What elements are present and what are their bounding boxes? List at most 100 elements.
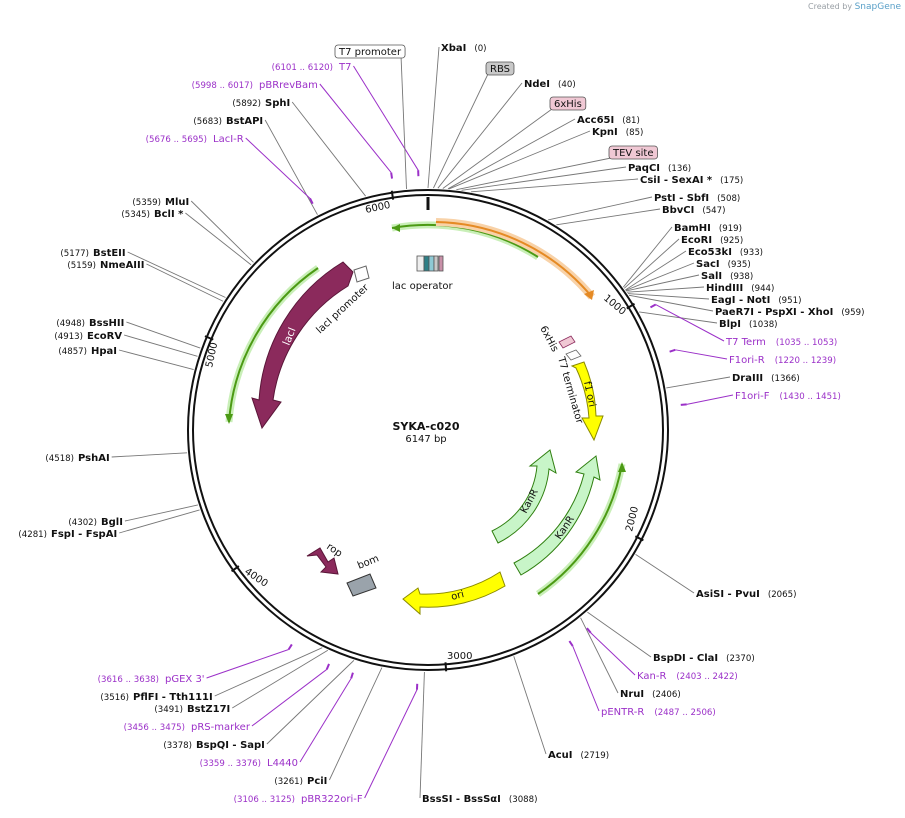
primer-site-4	[669, 348, 676, 353]
enzyme-label-14[interactable]: EagI - NotI	[711, 295, 770, 306]
enzyme-connector-29	[111, 452, 188, 458]
boxed-connector-3	[456, 157, 612, 191]
snapgene-brand: SnapGene	[854, 2, 901, 12]
feature-labels: XbaI(0)NdeI(40)Acc65I(81)KpnI(85)PaqCI(1…	[18, 43, 864, 805]
enzyme-connector-36	[190, 200, 254, 263]
primer-label-1[interactable]: pBRrevBam	[259, 80, 318, 91]
enzyme-label-32[interactable]: BssHII	[89, 318, 124, 329]
backbone-outer-circle	[187, 189, 669, 671]
primer-connector-10	[251, 669, 328, 727]
enzyme-pos-19: (2370)	[726, 654, 755, 664]
enzyme-label-8[interactable]: BamHI	[674, 223, 711, 234]
lac-operator-label: lac operator	[392, 281, 453, 292]
enzyme-label-6[interactable]: PstI - SbfI	[654, 193, 709, 204]
enzyme-label-3[interactable]: KpnI	[592, 127, 618, 138]
primer-label-2[interactable]: LacI-R	[213, 134, 244, 145]
boxed-connector-0	[400, 56, 407, 189]
enzyme-label-21[interactable]: AcuI	[548, 750, 573, 761]
primer-pos-2: (5676 .. 5695)	[146, 135, 207, 145]
primer-label-0[interactable]: T7	[338, 62, 351, 73]
enzyme-label-26[interactable]: PflFI - Tth111I	[133, 692, 213, 703]
enzyme-pos-32: (4948)	[56, 319, 85, 329]
enzyme-label-27[interactable]: FspI - FspAI	[51, 529, 117, 540]
ori-feature[interactable]	[402, 571, 506, 616]
enzyme-pos-26: (3516)	[100, 693, 129, 703]
enzyme-label-20[interactable]: NruI	[620, 689, 644, 700]
primer-label-7[interactable]: pENTR-R	[601, 707, 644, 718]
enzyme-label-29[interactable]: PshAI	[78, 453, 110, 464]
enzyme-pos-36: (5359)	[132, 198, 161, 208]
enzyme-pos-16: (1038)	[749, 320, 778, 330]
enzyme-pos-9: (925)	[720, 236, 743, 246]
enzyme-label-38[interactable]: SphI	[265, 98, 290, 109]
enzyme-label-33[interactable]: NmeAIII	[100, 260, 144, 271]
primer-label-9[interactable]: L4440	[267, 758, 298, 769]
enzyme-label-2[interactable]: Acc65I	[577, 115, 614, 126]
bom-feature[interactable]	[346, 573, 377, 597]
enzyme-connector-14	[627, 293, 710, 300]
enzyme-label-35[interactable]: BclI *	[154, 209, 184, 220]
enzyme-label-31[interactable]: EcoRV	[87, 331, 122, 342]
primer-connector-6	[590, 632, 636, 676]
enzyme-label-16[interactable]: BlpI	[719, 319, 741, 330]
enzyme-label-0[interactable]: XbaI	[441, 43, 466, 54]
enzyme-label-19[interactable]: BspDI - ClaI	[653, 653, 718, 664]
primer-label-8[interactable]: pBR322ori-F	[301, 794, 363, 805]
enzyme-connector-1	[437, 82, 523, 189]
boxed-feature-0[interactable]: T7 promoter	[334, 44, 406, 59]
lacI-gene[interactable]	[251, 261, 354, 430]
enzyme-label-7[interactable]: BbvCI	[662, 205, 694, 216]
enzyme-pos-7: (547)	[702, 206, 725, 216]
enzyme-connector-2	[447, 118, 576, 190]
lac-operator-group[interactable]	[416, 255, 444, 272]
enzyme-label-25[interactable]: BstZ17I	[187, 704, 230, 715]
enzyme-label-23[interactable]: PciI	[307, 776, 327, 787]
label-connector-lines	[111, 46, 734, 799]
primer-label-3[interactable]: T7 Term	[725, 337, 766, 348]
kanR-feature-2[interactable]	[513, 455, 601, 576]
enzyme-label-28[interactable]: BglI	[101, 517, 123, 528]
enzyme-label-9[interactable]: EcoRI	[681, 235, 712, 246]
primer-pos-4: (1220 .. 1239)	[775, 356, 836, 366]
primer-site-9	[350, 672, 354, 679]
enzyme-label-22[interactable]: BssSI - BssSαI	[422, 794, 501, 805]
enzyme-label-24[interactable]: BspQI - SapI	[196, 740, 265, 751]
primer-label-10[interactable]: pRS-marker	[191, 722, 251, 733]
primer-label-6[interactable]: Kan-R	[637, 671, 666, 682]
enzyme-label-36[interactable]: MluI	[165, 197, 189, 208]
enzyme-label-5[interactable]: CsiI - SexAI *	[640, 175, 713, 186]
enzyme-label-34[interactable]: BstEII	[93, 248, 126, 259]
enzyme-label-1[interactable]: NdeI	[524, 79, 550, 90]
enzyme-label-13[interactable]: HindIII	[706, 283, 743, 294]
enzyme-label-30[interactable]: HpaI	[91, 346, 117, 357]
primer-label-4[interactable]: F1ori-R	[729, 355, 765, 366]
f1-ori-label: f1 ori	[581, 380, 597, 408]
boxed-feature-2[interactable]: 6xHis	[549, 96, 587, 111]
boxed-feature-3[interactable]: TEV site	[608, 145, 658, 160]
enzyme-label-4[interactable]: PaqCI	[628, 163, 660, 174]
boxed-feature-1[interactable]: RBS	[485, 61, 515, 76]
rop-feature[interactable]	[306, 547, 339, 575]
primer-pos-6: (2403 .. 2422)	[676, 672, 737, 682]
enzyme-label-17[interactable]: DraIII	[732, 373, 763, 384]
enzyme-connector-27	[119, 509, 200, 534]
enzyme-pos-10: (933)	[740, 248, 763, 258]
enzyme-pos-34: (5177)	[60, 249, 89, 259]
enzyme-label-18[interactable]: AsiSI - PvuI	[696, 589, 760, 600]
enzyme-label-37[interactable]: BstAPI	[226, 116, 263, 127]
tick-mark-4000	[230, 565, 240, 573]
enzyme-label-11[interactable]: SacI	[696, 259, 720, 270]
primer-label-11[interactable]: pGEX 3'	[165, 674, 205, 685]
enzyme-connector-0	[427, 46, 440, 189]
primer-site-10	[325, 663, 330, 670]
enzyme-connector-9	[623, 238, 680, 289]
primer-label-5[interactable]: F1ori-F	[735, 391, 770, 402]
enzyme-pos-1: (40)	[558, 80, 576, 90]
kanR-feature-1[interactable]	[491, 449, 557, 544]
enzyme-pos-20: (2406)	[652, 690, 681, 700]
enzyme-connector-13	[626, 286, 705, 293]
enzyme-label-10[interactable]: Eco53kI	[688, 247, 732, 258]
f1-ori-feature[interactable]	[570, 361, 604, 442]
enzyme-label-15[interactable]: PaeR7I - PspXI - XhoI	[715, 307, 833, 318]
enzyme-label-12[interactable]: SalI	[701, 271, 722, 282]
